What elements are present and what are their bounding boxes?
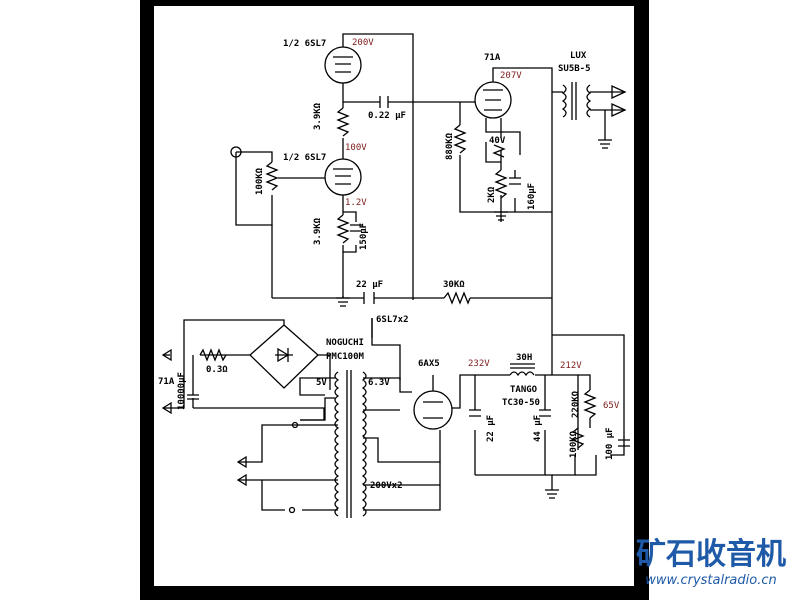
tube-71a <box>474 81 512 119</box>
wiring <box>163 33 625 511</box>
output-plate-voltage: 207V <box>500 71 522 81</box>
rectifier-name: 6AX5 <box>418 359 440 369</box>
pt-model: PMC100M <box>326 352 365 362</box>
ot-maker: LUX <box>570 51 587 61</box>
feedback-resistor-label: 30KΩ <box>443 280 465 290</box>
cathode-r-label: 2KΩ <box>487 186 497 203</box>
output-tube-name: 71A <box>484 53 501 63</box>
resistors <box>199 107 597 449</box>
heater-tag: 6SL7x2 <box>376 315 409 325</box>
volume-pot-label: 100KΩ <box>255 167 265 195</box>
choke <box>509 363 535 377</box>
ot-model: SU5B-5 <box>558 64 591 74</box>
power-transformer <box>334 370 367 518</box>
cathode-cap-label: 150μF <box>359 223 369 250</box>
component-labels: 1/2 6SL7 200V 1/2 6SL7 100V 1.2V 3.9KΩ 3… <box>158 38 620 491</box>
tube-6ax5 <box>413 390 453 430</box>
c22-label: 22 μF <box>486 415 496 442</box>
node-212v: 212V <box>560 361 582 371</box>
coupling-cap-label: 0.22 μF <box>368 111 406 121</box>
hv-winding-label: 200Vx2 <box>370 481 403 491</box>
schematic-paper <box>154 6 634 586</box>
power-switch <box>288 506 296 514</box>
tube-v1 <box>324 46 362 84</box>
v1-name: 1/2 6SL7 <box>283 39 326 49</box>
filament-r-label: 0.3Ω <box>206 365 228 375</box>
cathode-c-label: 160μF <box>527 183 537 210</box>
tap-5v: 5V <box>316 378 327 388</box>
pt-maker: NOGUCHI <box>326 338 364 348</box>
watermark-url: www.crystalradio.cn <box>645 573 777 588</box>
v2-plate-voltage: 100V <box>345 143 367 153</box>
r220k-label: 220KΩ <box>571 390 581 418</box>
node-232v: 232V <box>468 359 490 369</box>
filament-out <box>161 348 172 415</box>
bridge-diode <box>275 347 293 363</box>
watermark: 矿石收音机 www.crystalradio.cn <box>625 538 797 590</box>
filament-cap-label: 10000μF <box>177 372 187 410</box>
capacitors <box>187 96 630 447</box>
watermark-title: 矿石收音机 <box>636 537 786 572</box>
fuse <box>291 421 299 429</box>
c44-label: 44 μF <box>533 415 543 442</box>
node-65v: 65V <box>603 401 620 411</box>
choke-maker: TANGO <box>510 385 538 395</box>
cathode-resistor-label: 3.9KΩ <box>313 217 323 245</box>
choke-inductance: 30H <box>516 353 532 363</box>
ground-symbols <box>336 139 612 499</box>
output-bias-voltage: 40V <box>489 136 506 146</box>
filament-tube-label: 71A <box>158 377 175 387</box>
load-resistor-label: 3.9KΩ <box>313 102 323 130</box>
tap-6v3: 6.3V <box>368 378 390 388</box>
v2-name: 1/2 6SL7 <box>283 153 326 163</box>
choke-model: TC30-50 <box>502 398 540 408</box>
ac-plug <box>236 455 247 487</box>
v2-cathode-voltage: 1.2V <box>345 198 367 208</box>
output-transformer <box>561 82 627 120</box>
feedback-cap-label: 22 μF <box>356 280 383 290</box>
input-jack <box>230 146 242 158</box>
c100-label: 100 μF <box>605 427 615 460</box>
grid-resistor-label: 880KΩ <box>445 132 455 160</box>
r100k-label: 100KΩ <box>569 430 579 458</box>
tube-v2 <box>324 158 362 196</box>
v1-plate-voltage: 200V <box>352 38 374 48</box>
